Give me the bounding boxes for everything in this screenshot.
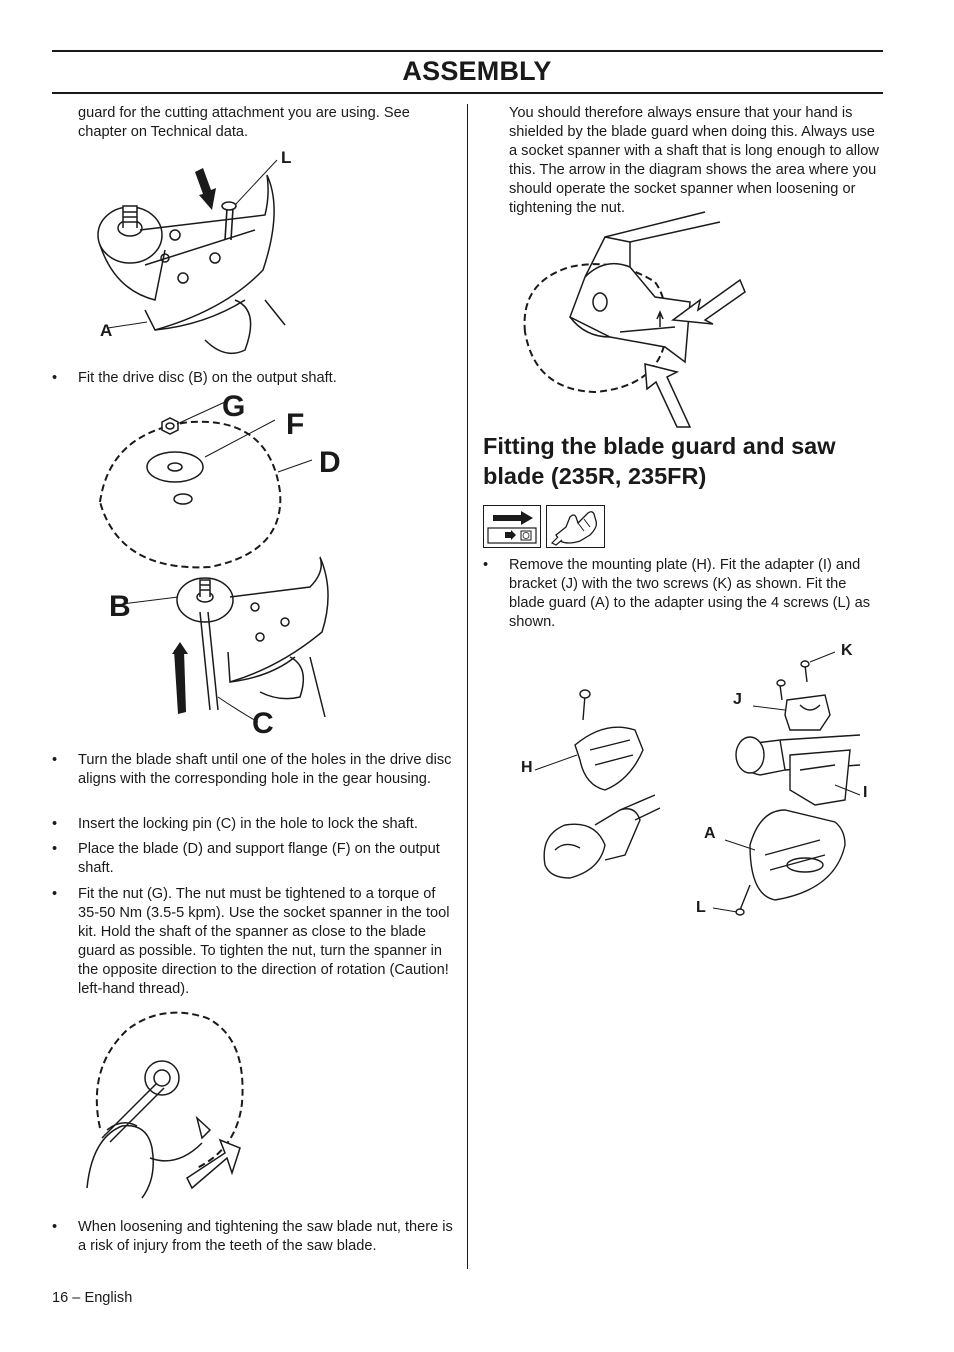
bullet-dot: • <box>52 886 58 902</box>
bullet-text: Turn the blade shaft until one of the ho… <box>78 752 452 787</box>
fig2-label-c: C <box>252 707 274 740</box>
bullet-dot: • <box>52 1219 58 1235</box>
bullet-text: Fit the nut (G). The nut must be tighten… <box>78 886 450 997</box>
header-top-rule <box>52 50 883 52</box>
fig4-label-i: I <box>863 784 868 801</box>
right-intro-text: You should therefore always ensure that … <box>509 105 879 216</box>
fig2-label-f: F <box>286 408 305 441</box>
figure-adapter-bracket-guard <box>534 651 861 916</box>
figure-spanner-area-arrows <box>523 211 746 428</box>
section-title: ASSEMBLY <box>402 56 552 86</box>
fig4-label-a: A <box>704 825 716 842</box>
bullet-warning: • When loosening and tightening the saw … <box>52 1218 458 1256</box>
bullet-text: Insert the locking pin (C) in the hole t… <box>78 816 418 832</box>
icon-glove-box <box>546 505 605 548</box>
bullet-text: When loosening and tightening the saw bl… <box>78 1219 453 1254</box>
bullet-locking-pin: • Insert the locking pin (C) in the hole… <box>52 815 458 834</box>
left-intro-text: guard for the cutting attachment you are… <box>78 105 410 140</box>
fig4-label-l: L <box>696 899 706 916</box>
bullet-mounting-plate: • Remove the mounting plate (H). Fit the… <box>483 556 883 632</box>
protective-glove-icon <box>550 511 598 546</box>
fig2-label-g: G <box>222 390 246 423</box>
figure-saw-blade-assembly <box>98 401 329 723</box>
bullet-turn-shaft: • Turn the blade shaft until one of the … <box>52 751 456 789</box>
fig4-label-h: H <box>521 759 533 776</box>
section-heading: Fitting the blade guard and saw blade (2… <box>483 433 836 489</box>
bullet-drive-disc: • Fit the drive disc (B) on the output s… <box>52 369 458 388</box>
fig4-label-j: J <box>733 691 742 708</box>
bullet-dot: • <box>52 841 58 857</box>
bullet-dot: • <box>52 752 58 768</box>
fig1-label-a: A <box>100 321 113 340</box>
bullet-dot: • <box>483 557 489 573</box>
bullet-text: Place the blade (D) and support flange (… <box>78 841 440 876</box>
fig2-label-d: D <box>319 446 341 479</box>
stop-switch-icon <box>487 511 537 544</box>
page-number: 16 – English <box>52 1290 133 1306</box>
header-bottom-rule <box>52 92 883 94</box>
bullet-text: Fit the drive disc (B) on the output sha… <box>78 370 337 386</box>
bullet-text: Remove the mounting plate (H). Fit the a… <box>509 557 870 630</box>
fig1-label-l: L <box>281 148 292 167</box>
figure-blade-guard-screw <box>97 159 286 355</box>
bullet-place-blade: • Place the blade (D) and support flange… <box>52 840 456 878</box>
column-divider <box>467 104 468 1269</box>
figure-socket-spanner-hand <box>86 1011 244 1199</box>
fig4-label-k: K <box>841 642 853 659</box>
bullet-fit-nut: • Fit the nut (G). The nut must be tight… <box>52 885 456 998</box>
fig2-label-b: B <box>109 590 131 623</box>
bullet-dot: • <box>52 370 58 386</box>
bullet-dot: • <box>52 816 58 832</box>
icon-stop-switch-box <box>483 505 541 548</box>
